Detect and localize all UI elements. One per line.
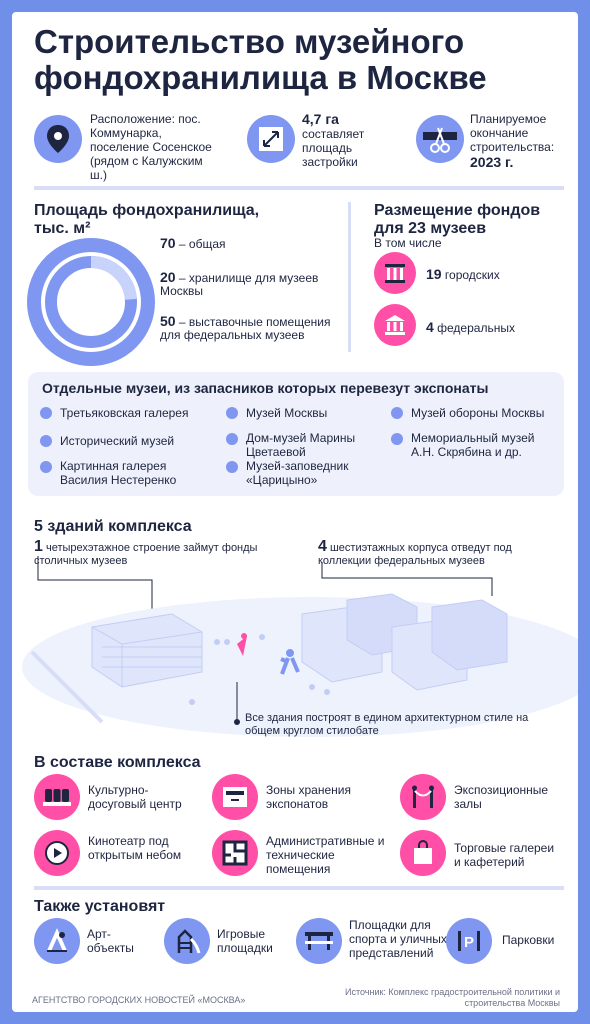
area-value: 70 (160, 235, 176, 251)
bullet-dot (226, 407, 238, 419)
agency-credit: АГЕНТСТВО ГОРОДСКИХ НОВОСТЕЙ «МОСКВА» (32, 995, 246, 1005)
play-button-icon (34, 830, 80, 876)
svg-text:P: P (464, 934, 474, 951)
museum-item: Музей-заповедник «Царицыно» (246, 459, 349, 487)
placement-value: 4 (426, 319, 434, 335)
museum-item: Дом-музей Марины Цветаевой (246, 431, 356, 459)
infographic-card: Строительство музейного фондохранилища в… (12, 12, 578, 1012)
also-label: Парковки (502, 933, 555, 947)
museums-panel (28, 372, 564, 496)
composition-label: Культурно-досуговый центр (88, 783, 182, 811)
source-credit: Источник: Комплекс градостроительной пол… (344, 987, 560, 1008)
fact-area-text: составляет площадь застройки (302, 127, 365, 169)
placement-federal: 4 федеральных (426, 319, 515, 335)
fact-location-text: Расположение: пос. Коммунарка, поселение… (90, 112, 212, 182)
composition-label: Зоны хранения экспонатов (266, 783, 351, 811)
area-title: Площадь фондохранилища, тыс. м² (34, 202, 260, 237)
composition-label: Торговые галереи и кафетерий (454, 841, 555, 869)
area-item-exhibition: 50 – выставочные помещения для федеральн… (160, 313, 340, 342)
resize-arrow-icon (247, 115, 295, 163)
map-pin-icon (34, 115, 82, 163)
bullet-dot (226, 461, 238, 473)
area-label: – хранилище для музеев Москвы (160, 271, 319, 298)
page-title: Строительство музейного фондохранилища в… (34, 23, 487, 96)
placement-label: федеральных (437, 321, 515, 335)
complex-right-note: 4 шестиэтажных корпуса отведут под колле… (318, 538, 558, 568)
storage-drawer-icon (212, 774, 258, 820)
bullet-dot (226, 433, 238, 445)
museums-title: Отдельные музеи, из запасников которых п… (42, 380, 489, 396)
complex-title: 5 зданий комплекса (34, 518, 192, 535)
also-label: Площадки для спорта и уличных представле… (349, 918, 447, 960)
bullet-dot (391, 433, 403, 445)
area-item-storage: 20 – хранилище для музеев Москвы (160, 269, 340, 298)
bullet-dot (40, 407, 52, 419)
stage-icon (296, 918, 342, 964)
museum-building-icon (374, 304, 416, 346)
shopping-bag-icon (400, 830, 446, 876)
also-title: Также установят (34, 898, 166, 915)
placement-title: Размещение фондов для 23 музеев (374, 202, 541, 237)
composition-label: Кинотеатр под открытым небом (88, 834, 182, 862)
art-sculpture-icon (34, 918, 80, 964)
complex-right-num: 4 (318, 538, 327, 555)
area-label: – общая (178, 237, 226, 251)
fact-completion-text: Планируемое окончание строительства: (470, 112, 555, 154)
composition-label: Экспозиционные залы (454, 783, 549, 811)
columns-icon (374, 252, 416, 294)
area-ring-chart (27, 238, 155, 366)
rope-barrier-icon (400, 774, 446, 820)
museum-item: Музей обороны Москвы (411, 406, 545, 420)
bullet-dot (40, 435, 52, 447)
fact-completion: Планируемое окончание строительства: 202… (470, 112, 570, 170)
area-item-total: 70 – общая (160, 235, 340, 251)
ribbon-scissors-icon (416, 115, 464, 163)
placement-value: 19 (426, 266, 442, 282)
placement-subtitle: В том числе (374, 236, 442, 250)
playground-slide-icon (164, 918, 210, 964)
fact-area: 4,7 га составляет площадь застройки (302, 111, 392, 170)
composition-title: В составе комплекса (34, 754, 201, 771)
museum-item: Картинная галерея Василия Нестеренко (60, 459, 177, 487)
bullet-dot (40, 461, 52, 473)
also-label: Арт-объекты (87, 927, 134, 955)
complex-left-text: четырехэтажное строение займут фонды сто… (34, 542, 258, 567)
bullet-dot (391, 407, 403, 419)
complex-illustration (22, 556, 578, 737)
divider (34, 886, 564, 890)
divider (34, 186, 564, 190)
placement-city: 19 городских (426, 266, 500, 282)
complex-left-num: 1 (34, 538, 43, 555)
area-value: 20 (160, 269, 176, 285)
museum-item: Мемориальный музей А.Н. Скрябина и др. (411, 431, 535, 459)
museum-item: Исторический музей (60, 434, 175, 448)
also-label: Игровые площадки (217, 927, 273, 955)
vertical-divider (348, 202, 351, 352)
area-label: – выставочные помещения для федеральных … (160, 315, 331, 342)
floor-plan-icon (212, 830, 258, 876)
complex-right-text: шестиэтажных корпуса отведут под коллекц… (318, 542, 512, 567)
fact-completion-year: 2023 г. (470, 154, 514, 170)
complex-left-note: 1 четырехэтажное строение займут фонды с… (34, 538, 274, 568)
composition-label: Административные и технические помещения (266, 834, 385, 876)
parking-icon: P (446, 918, 492, 964)
museum-item: Музей Москвы (246, 406, 328, 420)
museum-item: Третьяковская галерея (60, 406, 189, 420)
fact-area-value: 4,7 га (302, 111, 339, 127)
placement-label: городских (444, 268, 500, 282)
theater-seats-icon (34, 774, 80, 820)
complex-bottom-note: Все здания построят в едином архитектурн… (245, 712, 529, 737)
area-value: 50 (160, 313, 176, 329)
